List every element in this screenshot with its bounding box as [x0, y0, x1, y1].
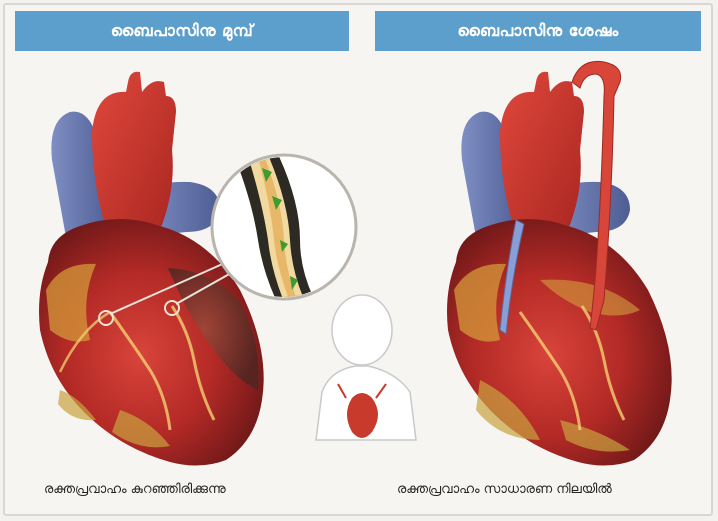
human-silhouette: [316, 295, 416, 440]
after-bypass-caption: രക്തപ്രവാഹം സാധാരണ നിലയിൽ: [397, 482, 612, 497]
heart-after-illustration: [447, 61, 672, 465]
before-bypass-caption: രക്തപ്രവാഹം കുറഞ്ഞിരിക്കുന്നു: [44, 482, 226, 497]
